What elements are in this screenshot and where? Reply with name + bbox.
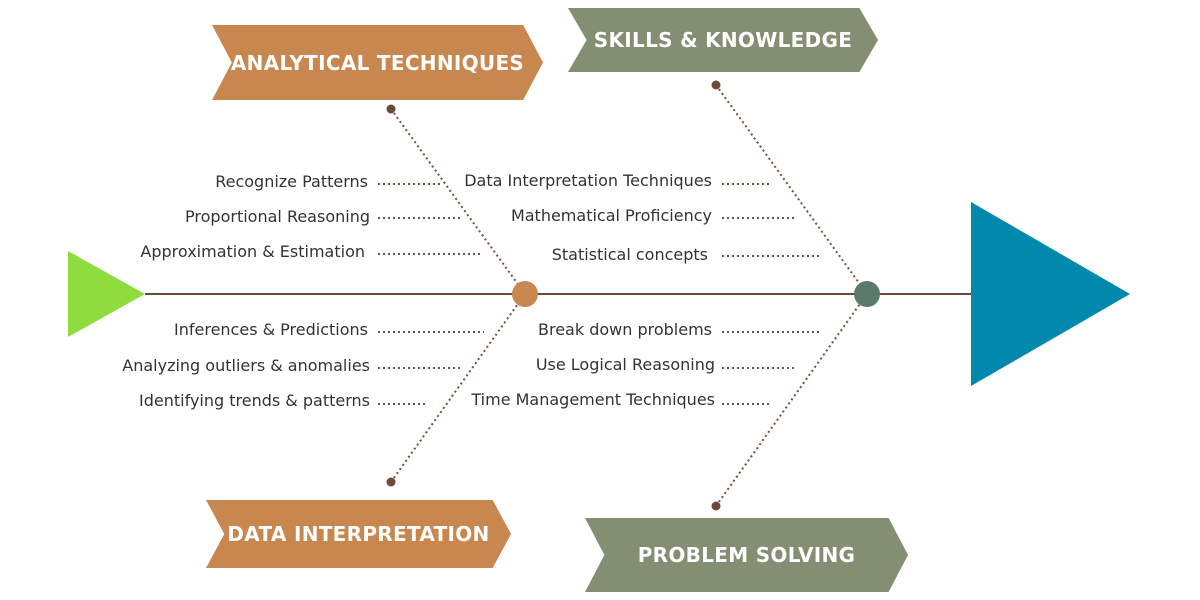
cause-label: Analyzing outliers & anomalies bbox=[122, 356, 370, 375]
category-problem-solving: PROBLEM SOLVING bbox=[585, 518, 908, 592]
cause-label: Break down problems bbox=[538, 320, 712, 339]
bone-skills bbox=[715, 84, 868, 295]
cause-label: Approximation & Estimation bbox=[140, 242, 365, 261]
cause-label: Time Management Techniques bbox=[471, 390, 715, 409]
cause-label: Identifying trends & patterns bbox=[139, 391, 370, 410]
junction-node-green bbox=[854, 281, 880, 307]
cause-label: Mathematical Proficiency bbox=[510, 206, 712, 225]
bone-endpoint-dot bbox=[711, 80, 721, 90]
bone-endpoint-dot bbox=[386, 477, 396, 487]
cause-label: Recognize Patterns bbox=[215, 172, 368, 191]
category-analytical-techniques: ANALYTICAL TECHNIQUES bbox=[212, 25, 543, 100]
category-skills-knowledge: SKILLS & KNOWLEDGE bbox=[568, 8, 878, 72]
bone-endpoint-dot bbox=[386, 104, 396, 114]
category-label: SKILLS & KNOWLEDGE bbox=[593, 28, 853, 52]
bone-analytical bbox=[390, 108, 526, 295]
category-label: PROBLEM SOLVING bbox=[637, 543, 856, 567]
cause-label: Proportional Reasoning bbox=[185, 207, 370, 226]
category-data-interpretation: DATA INTERPRETATION bbox=[206, 500, 511, 568]
tail-triangle bbox=[68, 251, 145, 337]
category-label: DATA INTERPRETATION bbox=[227, 522, 490, 546]
cause-label: Inferences & Predictions bbox=[174, 320, 368, 339]
cause-label: Use Logical Reasoning bbox=[535, 355, 715, 374]
bone-data bbox=[390, 293, 526, 483]
head-triangle bbox=[971, 202, 1130, 386]
category-label: ANALYTICAL TECHNIQUES bbox=[230, 50, 525, 75]
bone-problem bbox=[715, 293, 868, 507]
bone-endpoint-dot bbox=[711, 501, 721, 511]
cause-label: Statistical concepts bbox=[551, 245, 708, 264]
cause-label: Data Interpretation Techniques bbox=[464, 171, 712, 190]
junction-node-orange bbox=[512, 281, 538, 307]
